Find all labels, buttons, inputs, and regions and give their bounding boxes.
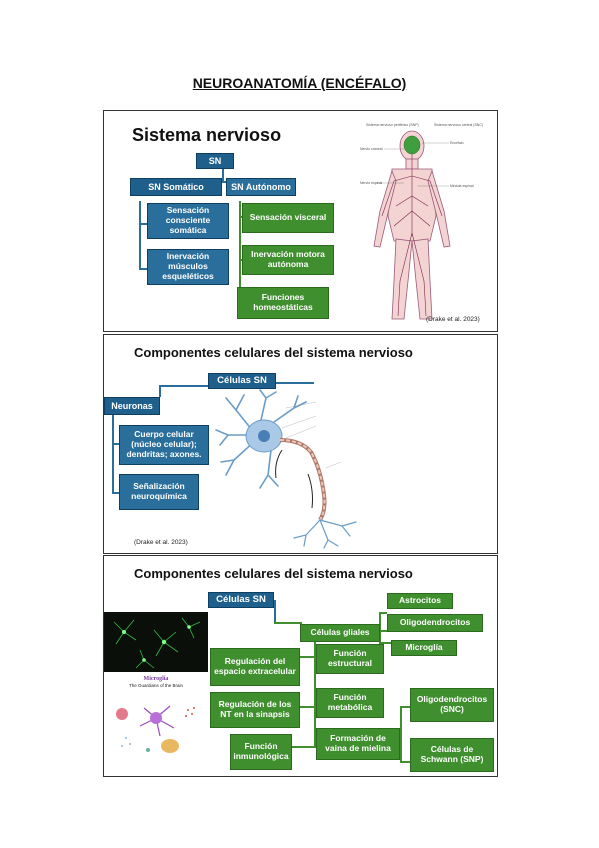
connector bbox=[300, 656, 314, 658]
connector bbox=[314, 640, 316, 748]
nervous-system-figure bbox=[373, 130, 451, 320]
slide3-title: Componentes celulares del sistema nervio… bbox=[134, 566, 413, 581]
label-snp: Sistema nervioso periférico (SNP) bbox=[366, 123, 419, 127]
label-medula: Médula espinal bbox=[450, 184, 474, 188]
slide1-title: Sistema nervioso bbox=[132, 125, 282, 145]
connector bbox=[379, 630, 387, 632]
node-regulacion-nt: Regulación de los NT en la sinapsis bbox=[210, 692, 300, 728]
slide2-title: Componentes celulares del sistema nervio… bbox=[134, 345, 413, 360]
connector bbox=[112, 492, 122, 494]
node-microglia: Microglía bbox=[391, 640, 457, 656]
node-sn: SN bbox=[196, 153, 234, 169]
node-funciones-homeostaticas: Funciones homeostáticas bbox=[237, 287, 329, 319]
slide-componentes-celulares-2: Componentes celulares del sistema nervio… bbox=[103, 555, 498, 777]
node-oligodendrocitos: Oligodendrocitos bbox=[387, 614, 483, 632]
micro-subtitle: The Guardians of the Brain bbox=[128, 683, 184, 688]
label-encefalo: Encéfalo bbox=[450, 141, 464, 145]
node-neuronas: Neuronas bbox=[104, 397, 160, 415]
connector bbox=[159, 385, 161, 397]
connector bbox=[239, 201, 241, 301]
node-celulas-sn: Células SN bbox=[208, 592, 274, 608]
connector bbox=[290, 746, 314, 748]
connector bbox=[222, 168, 224, 182]
node-celulas-sn: Células SN bbox=[208, 373, 276, 389]
node-sn-autonomo: SN Autónomo bbox=[226, 178, 296, 196]
connector bbox=[274, 600, 276, 624]
node-schwann: Células de Schwann (SNP) bbox=[410, 738, 494, 772]
connector bbox=[400, 706, 410, 708]
node-sensacion-visceral: Sensación visceral bbox=[242, 203, 334, 233]
neuron-figure bbox=[215, 389, 357, 549]
credit: (Drake et al. 2023) bbox=[426, 316, 480, 323]
connector bbox=[112, 443, 122, 445]
node-oligo-snc: Oligodendrocitos (SNC) bbox=[410, 688, 494, 722]
micro-title: Microglía bbox=[143, 676, 169, 682]
credit: (Drake et al. 2023) bbox=[134, 539, 188, 546]
connector bbox=[379, 642, 391, 644]
label-nervio-craneal: Nervio craneal bbox=[360, 147, 383, 151]
connector bbox=[139, 223, 149, 225]
microglia-illustration bbox=[116, 705, 195, 753]
node-funcion-metabolica: Función metabólica bbox=[316, 688, 384, 718]
node-formacion-vaina: Formación de vaina de mielina bbox=[316, 728, 400, 760]
connector bbox=[300, 706, 314, 708]
node-funcion-inmunologica: Función inmunológica bbox=[230, 734, 292, 770]
connector bbox=[274, 382, 314, 384]
slide-sistema-nervioso: Sistema nervioso SN SN Somático SN Autón… bbox=[103, 110, 498, 332]
node-sn-somatico: SN Somático bbox=[130, 178, 222, 196]
node-regulacion-espacio: Regulación del espacio extracelular bbox=[210, 648, 300, 686]
node-funcion-estructural: Función estructural bbox=[316, 644, 384, 674]
node-senalizacion: Señalización neuroquímica bbox=[119, 474, 199, 510]
microscopy-image bbox=[104, 612, 208, 672]
node-inervacion-motora: Inervación motora autónoma bbox=[242, 245, 334, 275]
connector bbox=[379, 612, 381, 642]
connector bbox=[159, 385, 219, 387]
node-celulas-gliales: Células gliales bbox=[300, 624, 380, 642]
page-title: NEUROANATOMÍA (ENCÉFALO) bbox=[192, 75, 407, 91]
connector bbox=[274, 622, 302, 624]
node-cuerpo-celular: Cuerpo celular (núcleo celular); dendrit… bbox=[119, 425, 209, 465]
connector bbox=[379, 612, 387, 614]
connector bbox=[400, 761, 410, 763]
connector bbox=[139, 268, 149, 270]
node-inervacion-musculos: Inervación músculos esqueléticos bbox=[147, 249, 229, 285]
label-nervio-espinal: Nervio espinal bbox=[360, 181, 383, 185]
node-astrocitos: Astrocitos bbox=[387, 593, 453, 609]
label-snc: Sistema nervioso central (SNC) bbox=[434, 123, 484, 127]
connector bbox=[139, 201, 141, 269]
connector bbox=[400, 706, 402, 762]
connector bbox=[112, 415, 114, 493]
slide-componentes-celulares-1: Componentes celulares del sistema nervio… bbox=[103, 334, 498, 554]
node-sensacion-consciente: Sensación consciente somática bbox=[147, 203, 229, 239]
